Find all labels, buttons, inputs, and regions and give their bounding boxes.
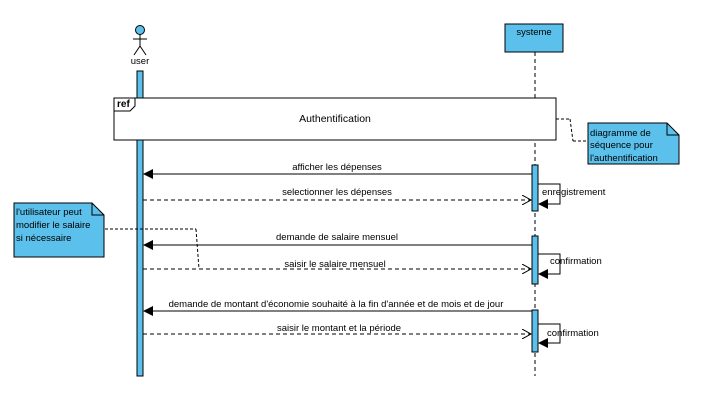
message-group-1: afficher les dépenses selectionner les d… bbox=[143, 162, 606, 212]
note-right-line-2: séquence pour bbox=[590, 140, 653, 151]
self-message-confirmation-2-label: confirmation bbox=[547, 328, 599, 339]
self-message-confirmation-1 bbox=[538, 253, 561, 279]
note-right: diagramme de séquence pour l'authentific… bbox=[556, 118, 680, 165]
systeme-label: systeme bbox=[516, 27, 551, 38]
note-right-box bbox=[587, 122, 680, 165]
note-right-fold bbox=[666, 123, 679, 136]
self-message-enregistrement-label: enregistrement bbox=[542, 187, 606, 198]
note-left-connector-2 bbox=[195, 228, 200, 270]
message-selectionner-depenses-label: selectionner les dépenses bbox=[282, 187, 392, 198]
participant-systeme: systeme bbox=[504, 23, 564, 53]
actor-leg-right bbox=[139, 45, 147, 56]
actor-user: user bbox=[131, 25, 149, 67]
note-left-fold bbox=[91, 203, 104, 216]
user-activation-bar bbox=[136, 70, 144, 377]
self-message-enregistrement bbox=[538, 183, 561, 209]
actor-leg-left bbox=[133, 45, 141, 56]
systeme-activation-1 bbox=[531, 164, 539, 212]
ref-tag: ref bbox=[117, 99, 130, 110]
message-afficher-depenses-label: afficher les dépenses bbox=[292, 162, 382, 173]
message-demande-salaire-label: demande de salaire mensuel bbox=[276, 232, 398, 243]
message-group-2: demande de salaire mensuel saisir le sal… bbox=[143, 232, 602, 285]
note-right-line-3: l'authentification bbox=[590, 153, 658, 164]
ref-label: Authentification bbox=[299, 113, 371, 125]
ref-tag-box bbox=[113, 97, 136, 112]
actor-head bbox=[135, 25, 145, 35]
actor-user-label: user bbox=[131, 56, 149, 67]
message-saisir-salaire-label: saisir le salaire mensuel bbox=[284, 259, 385, 270]
ref-frame bbox=[113, 97, 557, 141]
systeme-head-box bbox=[504, 23, 564, 53]
ref-fragment: ref Authentification bbox=[113, 97, 557, 141]
message-demande-montant-label: demande de montant d'économie souhaité à… bbox=[169, 299, 504, 310]
note-left: l'utilisateur peut modifier le salaire s… bbox=[13, 202, 200, 270]
self-message-confirmation-1-label: confirmation bbox=[550, 256, 602, 267]
note-left-line-1: l'utilisateur peut bbox=[16, 207, 82, 218]
note-right-connector-2 bbox=[569, 118, 574, 142]
message-saisir-montant-label: saisir le montant et la période bbox=[277, 323, 401, 334]
note-left-box bbox=[13, 202, 105, 258]
note-right-line-1: diagramme de bbox=[590, 128, 651, 139]
note-left-line-3: si nécessaire bbox=[16, 233, 71, 244]
note-left-line-2: modifier le salaire bbox=[16, 220, 90, 231]
message-group-3: demande de montant d'économie souhaité à… bbox=[143, 299, 599, 353]
systeme-activation-3 bbox=[531, 309, 539, 353]
systeme-activation-2 bbox=[531, 235, 539, 285]
self-message-confirmation-2 bbox=[538, 323, 561, 348]
